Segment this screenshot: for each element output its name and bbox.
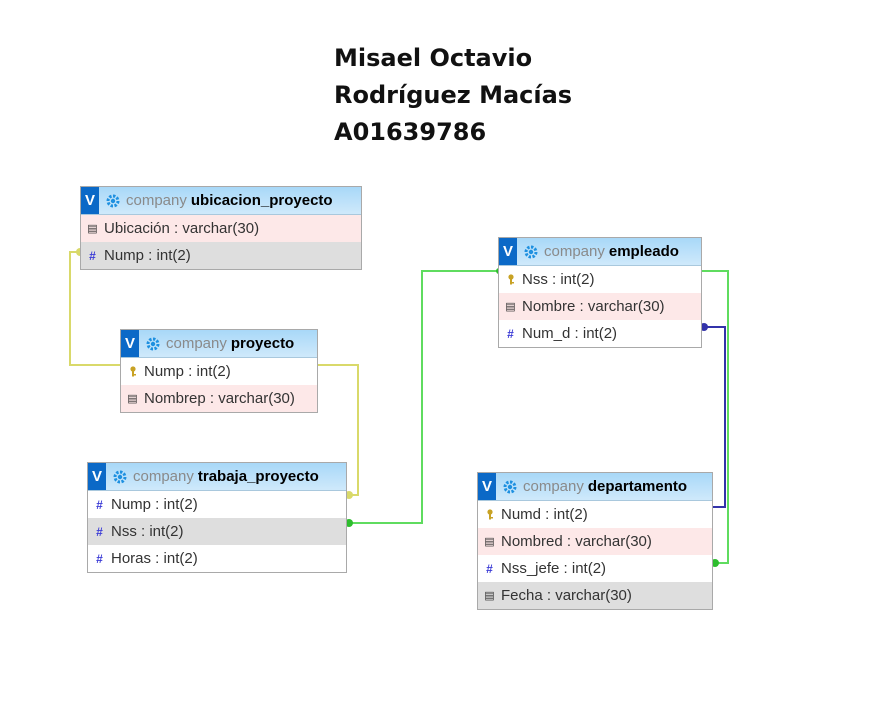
- number-column-icon: #: [96, 551, 103, 566]
- number-column-icon: #: [96, 497, 103, 512]
- column-row[interactable]: ▤ Nombrep : varchar(30): [121, 385, 317, 412]
- column-label: Ubicación : varchar(30): [104, 220, 260, 237]
- table-proyecto[interactable]: V company proyecto Nump : int(2) ▤ Nombr…: [120, 329, 318, 413]
- student-id: A01639786: [334, 118, 487, 146]
- database-name: company: [166, 335, 227, 352]
- gear-icon[interactable]: [113, 470, 127, 484]
- table-header[interactable]: V company departamento: [478, 473, 712, 501]
- column-row[interactable]: # Num_d : int(2): [499, 320, 701, 347]
- number-column-icon: #: [486, 561, 493, 576]
- text-column-icon: ▤: [87, 223, 98, 235]
- database-name: company: [544, 243, 605, 260]
- relation-line-ubicacion-proyecto: [69, 251, 120, 366]
- database-name: company: [126, 192, 187, 209]
- column-row[interactable]: ▤ Nombred : varchar(30): [478, 528, 712, 555]
- toggle-button[interactable]: V: [88, 463, 106, 490]
- toggle-button[interactable]: V: [499, 238, 517, 265]
- table-ubicacion-proyecto[interactable]: V company ubicacion_proyecto ▤ Ubicación…: [80, 186, 362, 270]
- toggle-button[interactable]: V: [81, 187, 99, 214]
- relation-line-empleado-departamento-jefe: [702, 270, 729, 564]
- author-name-line-1: Misael Octavio: [334, 44, 533, 72]
- toggle-button[interactable]: V: [121, 330, 139, 357]
- column-label: Nss : int(2): [111, 523, 184, 540]
- column-row[interactable]: ▤ Fecha : varchar(30): [478, 582, 712, 609]
- column-row[interactable]: # Nss : int(2): [88, 518, 346, 545]
- table-header[interactable]: V company ubicacion_proyecto: [81, 187, 361, 215]
- key-icon: [505, 274, 516, 285]
- column-label: Nombre : varchar(30): [522, 298, 665, 315]
- column-label: Nss_jefe : int(2): [501, 560, 607, 577]
- toggle-button[interactable]: V: [478, 473, 496, 500]
- table-name: departamento: [587, 478, 688, 495]
- table-name: proyecto: [230, 335, 295, 352]
- database-name: company: [523, 478, 584, 495]
- table-header[interactable]: V company proyecto: [121, 330, 317, 358]
- gear-icon[interactable]: [146, 337, 160, 351]
- column-label: Nump : int(2): [104, 247, 191, 264]
- column-row[interactable]: Numd : int(2): [478, 501, 712, 528]
- column-row[interactable]: # Horas : int(2): [88, 545, 346, 572]
- column-row[interactable]: # Nump : int(2): [88, 491, 346, 518]
- table-name: trabaja_proyecto: [197, 468, 319, 485]
- table-name: empleado: [608, 243, 679, 260]
- column-label: Nump : int(2): [144, 363, 231, 380]
- column-label: Numd : int(2): [501, 506, 588, 523]
- author-block: Misael Octavio Rodríguez Macías A0163978…: [334, 40, 572, 151]
- table-trabaja-proyecto[interactable]: V company trabaja_proyecto # Nump : int(…: [87, 462, 347, 573]
- relation-endpoint: [345, 519, 353, 527]
- number-column-icon: #: [507, 326, 514, 341]
- key-icon: [484, 509, 495, 520]
- relation-line-empleado-trabaja: [347, 270, 498, 524]
- column-label: Num_d : int(2): [522, 325, 618, 342]
- author-name-line-2: Rodríguez Macías: [334, 81, 573, 109]
- database-name: company: [133, 468, 194, 485]
- gear-icon[interactable]: [106, 194, 120, 208]
- gear-icon[interactable]: [503, 480, 517, 494]
- column-row[interactable]: # Nump : int(2): [81, 242, 361, 269]
- table-header[interactable]: V company trabaja_proyecto: [88, 463, 346, 491]
- column-row[interactable]: Nump : int(2): [121, 358, 317, 385]
- column-row[interactable]: Nss : int(2): [499, 266, 701, 293]
- column-row[interactable]: ▤ Nombre : varchar(30): [499, 293, 701, 320]
- key-icon: [127, 366, 138, 377]
- column-label: Nump : int(2): [111, 496, 198, 513]
- column-row[interactable]: ▤ Ubicación : varchar(30): [81, 215, 361, 242]
- text-column-icon: ▤: [484, 590, 495, 602]
- table-departamento[interactable]: V company departamento Numd : int(2) ▤ N…: [477, 472, 713, 610]
- text-column-icon: ▤: [484, 536, 495, 548]
- table-name: ubicacion_proyecto: [190, 192, 333, 209]
- number-column-icon: #: [96, 524, 103, 539]
- column-label: Nombrep : varchar(30): [144, 390, 295, 407]
- column-label: Nombred : varchar(30): [501, 533, 652, 550]
- relation-line-departamento-empleado: [702, 326, 726, 508]
- column-row[interactable]: # Nss_jefe : int(2): [478, 555, 712, 582]
- column-label: Nss : int(2): [522, 271, 595, 288]
- column-label: Horas : int(2): [111, 550, 198, 567]
- table-header[interactable]: V company empleado: [499, 238, 701, 266]
- gear-icon[interactable]: [524, 245, 538, 259]
- relation-endpoint: [345, 491, 353, 499]
- text-column-icon: ▤: [505, 301, 516, 313]
- number-column-icon: #: [89, 248, 96, 263]
- relation-endpoint: [700, 323, 708, 331]
- column-label: Fecha : varchar(30): [501, 587, 632, 604]
- table-empleado[interactable]: V company empleado Nss : int(2) ▤ Nombre…: [498, 237, 702, 348]
- text-column-icon: ▤: [127, 393, 138, 405]
- relation-endpoint: [711, 559, 719, 567]
